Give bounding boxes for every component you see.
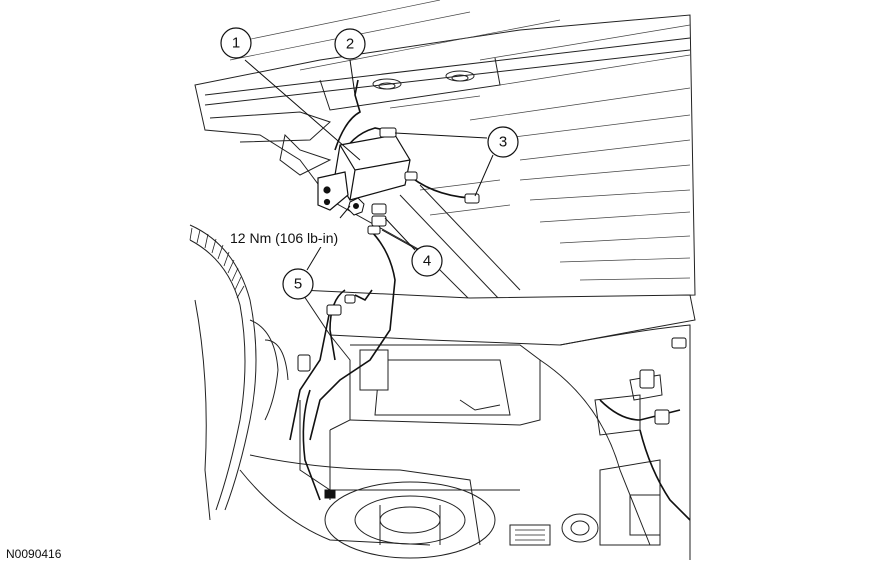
callout-5: 5 (282, 268, 314, 300)
leader-lines (244, 59, 494, 271)
callout-1: 1 (220, 27, 252, 59)
callout-3: 3 (487, 126, 519, 158)
torque-spec-label: 12 Nm (106 lb-in) (230, 230, 338, 246)
callout-3-number: 3 (499, 134, 507, 151)
callout-2: 2 (334, 28, 366, 60)
callout-2-number: 2 (346, 36, 354, 53)
callout-4: 4 (411, 245, 443, 277)
callout-5-number: 5 (294, 276, 302, 293)
wiring-harness (289, 79, 691, 521)
figure-id: N0090416 (6, 547, 62, 561)
antenna-module (317, 134, 411, 211)
headliner-panel (194, 0, 696, 301)
callout-4-number: 4 (423, 253, 431, 270)
quarter-trim-panel (189, 224, 289, 521)
callout-1-number: 1 (232, 35, 240, 52)
cargo-area-structure (239, 289, 696, 560)
antenna-connector (379, 127, 480, 204)
harness-connectors (297, 294, 687, 499)
coax-connectors (367, 203, 387, 235)
